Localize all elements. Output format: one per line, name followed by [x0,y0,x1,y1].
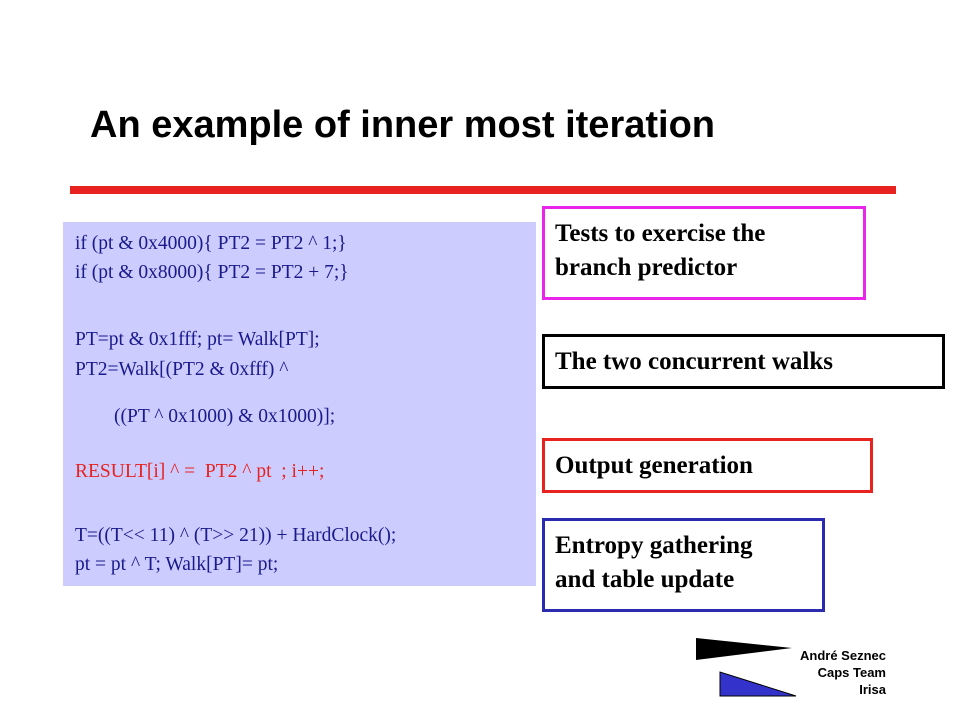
code-line: PT=pt & 0x1fff; pt= Walk[PT]; [75,329,320,350]
code-block: if (pt & 0x4000){ PT2 = PT2 ^ 1;} if (pt… [63,222,536,586]
tests-box: Tests to exercise the branch predictor [542,206,866,300]
box-text: Entropy gathering [555,532,753,559]
code-line: if (pt & 0x8000){ PT2 = PT2 + 7;} [75,262,349,283]
author-name: André Seznec [800,648,886,663]
irisa-arrows-icon [696,638,797,697]
box-text: branch predictor [555,254,738,281]
code-line: if (pt & 0x4000){ PT2 = PT2 ^ 1;} [75,233,347,254]
slide-title: An example of inner most iteration [90,104,715,146]
box-text: The two concurrent walks [555,348,834,375]
code-line: PT2=Walk[(PT2 & 0xfff) ^ [75,359,289,380]
title-divider [70,186,896,194]
box-text: Output generation [555,452,753,479]
box-text: Tests to exercise the [555,220,766,247]
entropy-box: Entropy gathering and table update [542,518,825,612]
code-line-highlight: RESULT[i] ^ = PT2 ^ pt ; i++; [75,461,325,482]
institute-name: Irisa [859,682,886,697]
code-line: T=((T<< 11) ^ (T>> 21)) + HardClock(); [75,525,397,546]
team-name: Caps Team [817,665,886,680]
output-box: Output generation [542,438,873,493]
code-line: pt = pt ^ T; Walk[PT]= pt; [75,554,279,575]
walks-box: The two concurrent walks [542,334,945,389]
author-credit: André Seznec Caps Team Irisa [800,647,886,698]
code-line: ((PT ^ 0x1000) & 0x1000)]; [75,406,336,427]
box-text: and table update [555,566,735,593]
